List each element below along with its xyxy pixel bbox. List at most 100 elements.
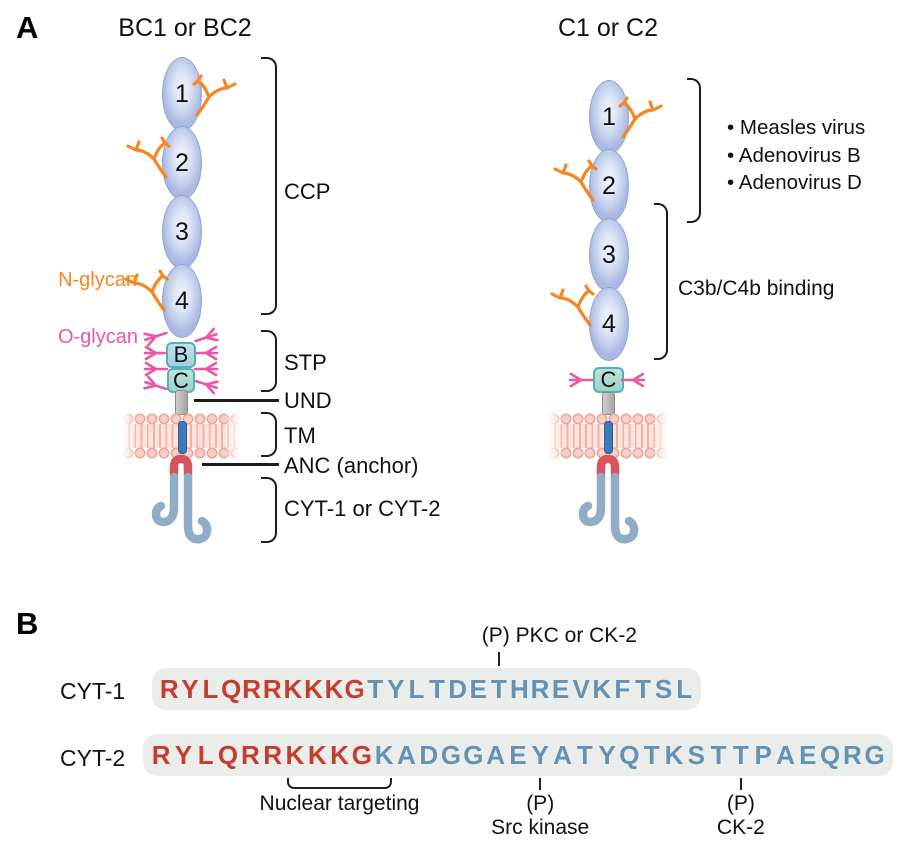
residue: Q: [819, 740, 841, 770]
residue: R: [842, 740, 862, 770]
residue: S: [654, 674, 673, 704]
pkc-phospho-tick: [497, 652, 501, 666]
residue: E: [509, 740, 527, 770]
und-region-label: UND: [284, 388, 332, 413]
residue: Q: [217, 740, 239, 770]
n-glycan-label: N-glycan: [58, 269, 137, 291]
ccp-2-number: 2: [602, 171, 616, 200]
residue: Y: [531, 740, 549, 770]
stp-bracket: [261, 330, 277, 392]
residue: L: [676, 674, 693, 704]
ccp-2-number: 2: [175, 148, 189, 177]
stp-box-b: B: [166, 342, 196, 368]
o-glycan-icon: [568, 372, 594, 388]
tm-segment-right: [604, 421, 613, 454]
residue: S: [687, 740, 705, 770]
stp-b-letter: B: [173, 342, 189, 367]
residue: G: [440, 740, 462, 770]
anc-region-label: ANC (anchor): [284, 453, 419, 478]
residue: A: [776, 740, 795, 770]
virus-list: • Measles virus • Adenovirus B • Adenovi…: [727, 114, 865, 197]
stp-box-c: C: [167, 368, 195, 393]
residue: E: [551, 674, 570, 704]
residue: R: [151, 740, 171, 770]
residue: R: [262, 674, 282, 704]
cyt-region-label: CYT-1 or CYT-2: [284, 496, 441, 521]
virus-name: Adenovirus D: [738, 171, 862, 194]
residue: L: [197, 740, 214, 770]
stp-region-label: STP: [284, 350, 327, 375]
ck2-phospho-symbol: (P): [726, 792, 755, 815]
residue: R: [240, 740, 260, 770]
residue: D: [448, 674, 467, 704]
ccp-domain-1-left: 1: [162, 57, 202, 131]
src-kinase-label: Src kinase: [491, 816, 590, 839]
residue: Y: [598, 740, 616, 770]
ccp-domain-4-right: 4: [589, 287, 629, 361]
cyt-bracket: [261, 477, 277, 543]
stp-box-c-right: C: [593, 367, 624, 393]
residue: G: [351, 740, 372, 770]
und-stalk-right: [602, 392, 615, 415]
src-phospho-symbol: (P): [526, 792, 555, 815]
ck2-label: CK-2: [716, 816, 765, 839]
residue: Y: [174, 740, 193, 770]
cyt2-row-label: CYT-2: [60, 745, 126, 771]
residue: P: [754, 740, 772, 770]
ccp-domain-2-right: 2: [589, 149, 629, 223]
residue: G: [344, 674, 365, 704]
o-glycan-icon: [143, 345, 169, 361]
ccp-3-number: 3: [602, 240, 616, 269]
c3b-c4b-binding-label: C3b/C4b binding: [678, 277, 835, 300]
residue: T: [576, 740, 593, 770]
virus-item: • Adenovirus D: [727, 169, 865, 197]
ccp-bracket: [261, 57, 277, 315]
c3b-c4b-bracket: [654, 203, 668, 360]
residue: R: [263, 740, 283, 770]
residue: K: [285, 740, 305, 770]
virus-item: • Measles virus: [727, 114, 865, 142]
virus-binding-bracket: [687, 78, 701, 223]
und-pointer-line: [194, 399, 279, 402]
residue: Y: [181, 674, 199, 704]
n-glycan-icon: [553, 159, 598, 202]
residue: K: [283, 674, 303, 704]
n-glycan-icon: [126, 136, 171, 179]
ccp-1-number: 1: [602, 102, 616, 131]
tm-bracket: [261, 412, 277, 457]
residue: H: [510, 674, 529, 704]
ccp-domain-4-left: 4: [162, 264, 202, 338]
ccp-4-number: 4: [602, 309, 616, 338]
bullet-icon: •: [727, 116, 735, 139]
ccp-region-label: CCP: [284, 179, 331, 204]
left-isoform-title: BC1 or BC2: [118, 14, 252, 42]
ck2-phospho-tick: [739, 778, 743, 790]
residue: Q: [220, 674, 242, 704]
ccp-domain-1-right: 1: [589, 80, 629, 154]
bullet-icon: •: [727, 171, 735, 194]
residue: E: [469, 674, 487, 704]
residue: A: [553, 740, 572, 770]
ccp-1-number: 1: [175, 79, 189, 108]
residue: K: [304, 674, 323, 704]
panel-a-label: A: [16, 10, 39, 45]
residue: K: [307, 740, 327, 770]
residue: F: [614, 674, 631, 704]
residue: T: [367, 674, 384, 704]
ccp-domain-3-right: 3: [589, 218, 629, 292]
residue: T: [429, 674, 445, 704]
residue: A: [397, 740, 416, 770]
virus-item: • Adenovirus B: [727, 142, 865, 170]
residue: K: [374, 740, 394, 770]
residue: K: [324, 674, 344, 704]
residue: G: [864, 740, 885, 770]
residue: R: [159, 674, 179, 704]
residue: D: [419, 740, 439, 770]
und-stalk-left: [175, 390, 188, 415]
residue: T: [490, 674, 507, 704]
residue: T: [710, 740, 727, 770]
ccp-domain-2-left: 2: [162, 126, 202, 200]
